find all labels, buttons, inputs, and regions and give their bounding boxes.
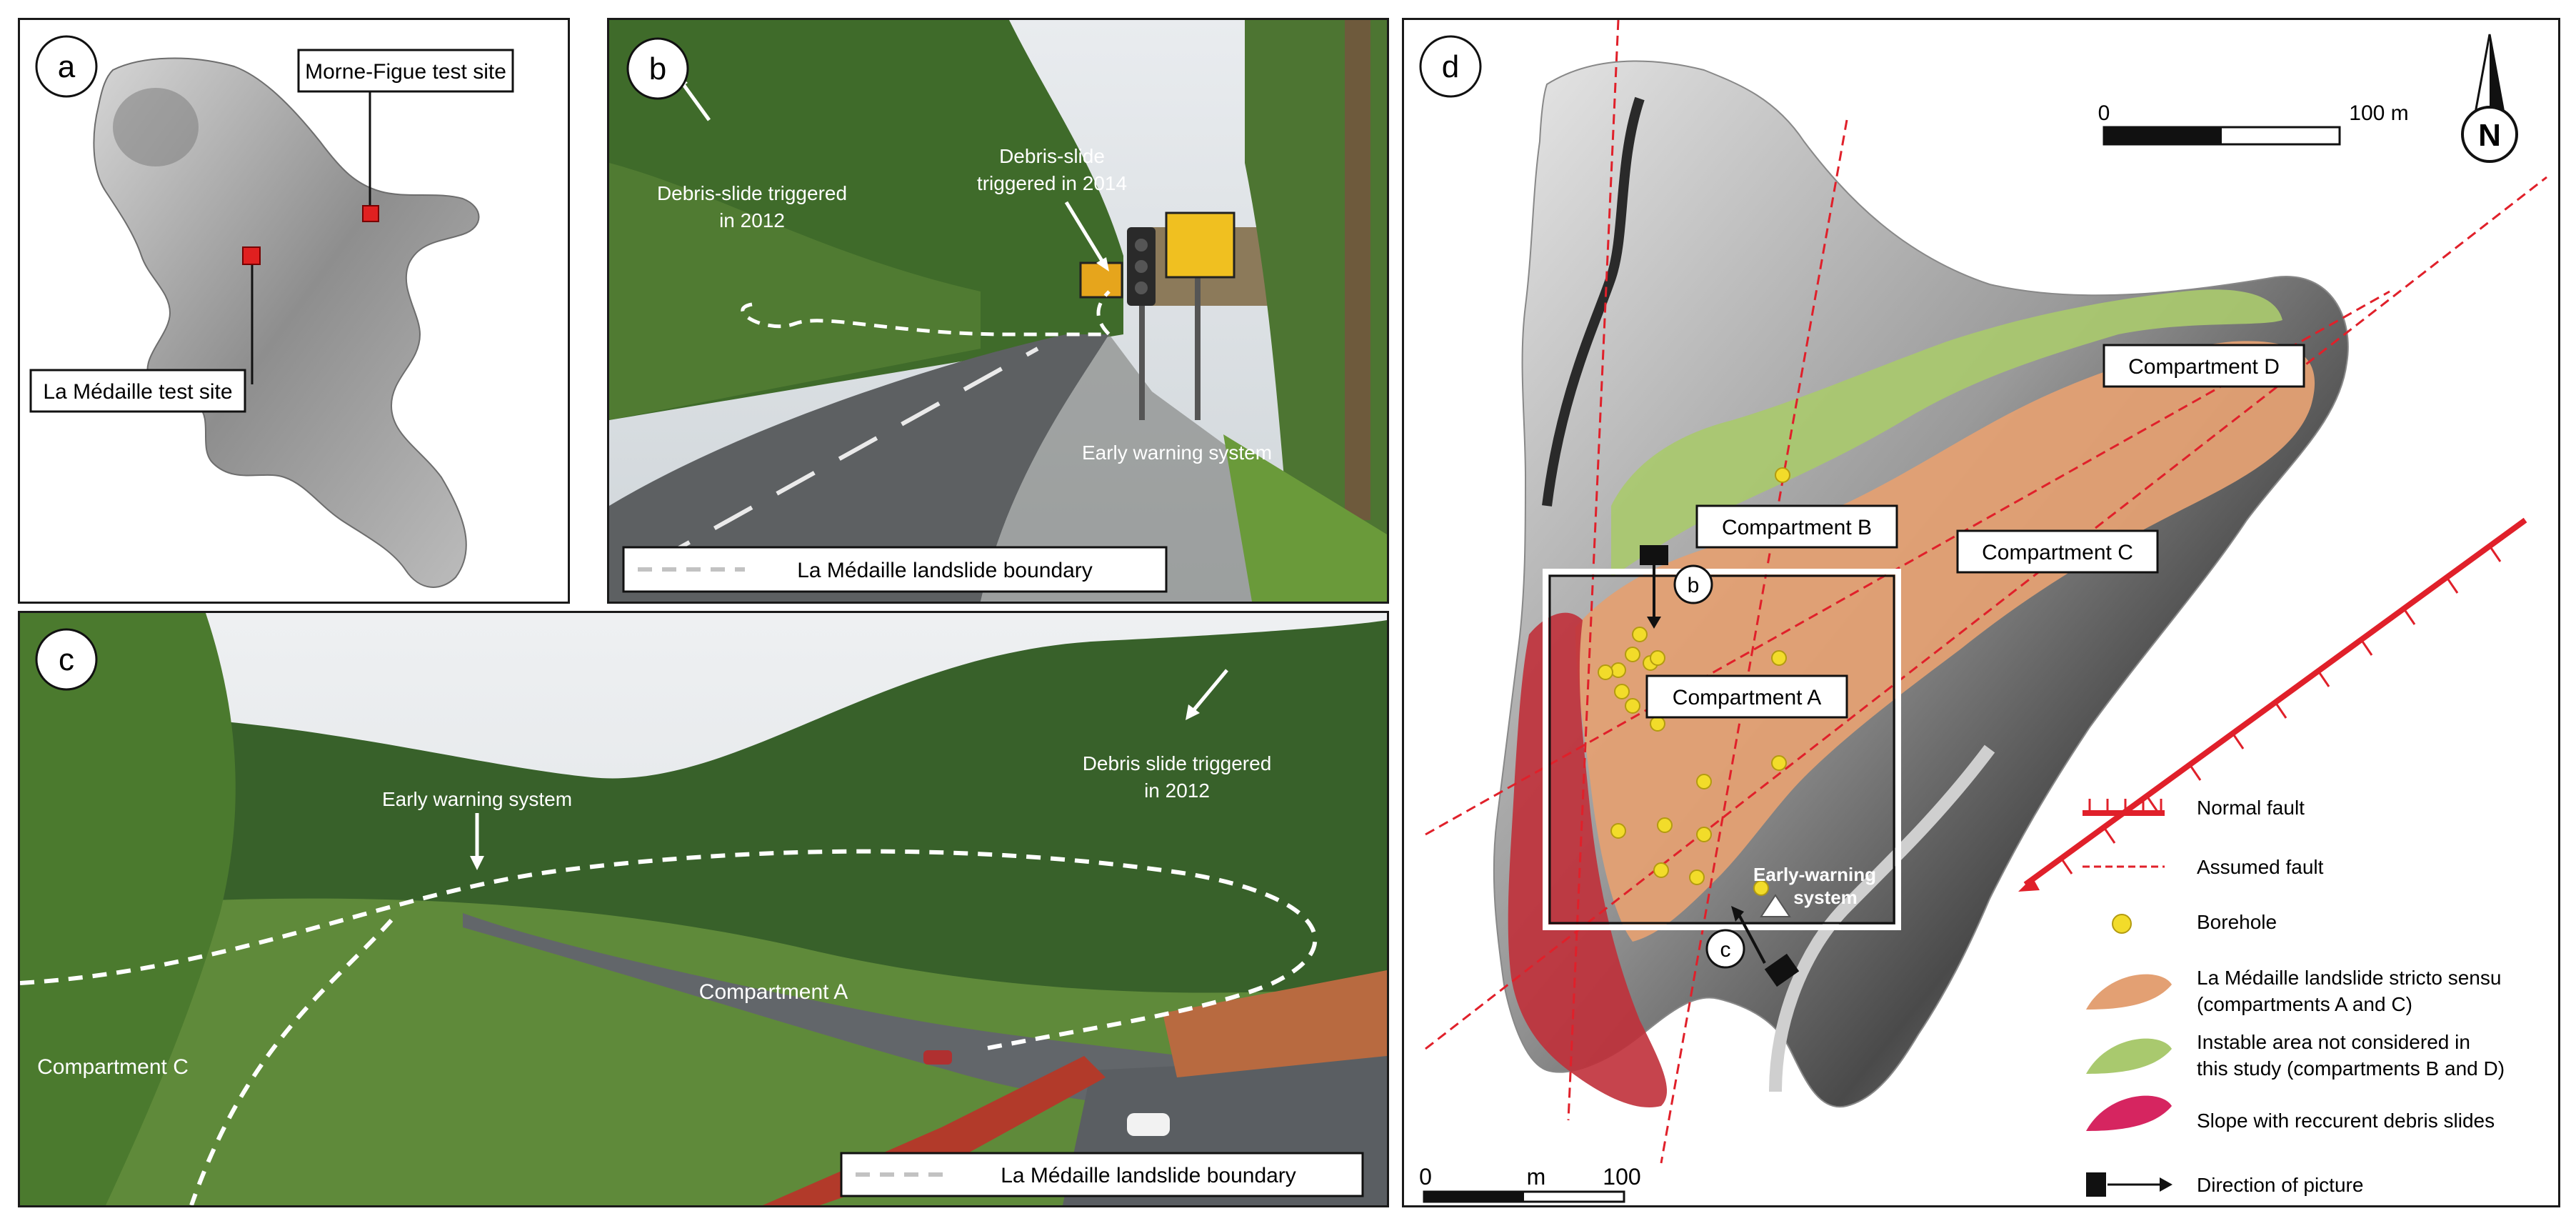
assumed-fault-4: [1425, 290, 2390, 836]
study-area-frame: [1543, 569, 1901, 930]
scale-top-zero: 0: [2098, 101, 2110, 125]
boundary-legend-box: [840, 1152, 1364, 1197]
road-track-south: [1769, 744, 1995, 1092]
legend-medaille-line2: (compartments A and C): [2197, 993, 2412, 1015]
debris-label-line1: Debris slide triggered: [1083, 752, 1272, 774]
compartment-c-box: [1956, 529, 2159, 574]
legend-instable-line2: this study (compartments B and D): [2197, 1057, 2505, 1080]
panel-letter: d: [1442, 49, 1459, 84]
scale-top-end: 100 m: [2349, 101, 2408, 125]
label-2012-line2: in 2012: [719, 209, 785, 231]
compartment-a-label: Compartment A: [1673, 686, 1821, 709]
panel-b: Debris-slide triggered in 2012 Debris-sl…: [607, 18, 1389, 604]
utility-pole: [1345, 20, 1370, 520]
left-tree: [20, 613, 236, 1205]
grass-verge: [1223, 434, 1387, 602]
early-warning-marker: [1760, 894, 1791, 917]
legend-instable-line1: Instable area not considered in: [2197, 1031, 2470, 1053]
panel-letter-circle: [1419, 35, 1482, 98]
compartment-c-label: Compartment C: [37, 1055, 189, 1079]
panel-letter: c: [59, 642, 74, 677]
legend-arrow-icon: [2160, 1177, 2172, 1192]
early-warning-label: Early warning system: [1082, 442, 1272, 464]
morne-figue-label: Morne-Figue test site: [305, 60, 506, 84]
debris-label-line2: in 2012: [1144, 779, 1210, 802]
north-arrow-icon: [2461, 34, 2518, 163]
north-label: N: [2478, 118, 2501, 153]
panel-letter: b: [649, 51, 666, 86]
camera-b-icon: [1640, 545, 1668, 565]
early-warning-label: Early warning system: [382, 788, 572, 810]
camera-c-icon: [1764, 953, 1800, 987]
island-map: [93, 57, 480, 588]
debris-arrow: [1190, 669, 1228, 714]
morne-figue-marker: [362, 205, 379, 222]
compartment-c-label: Compartment C: [1982, 541, 2133, 564]
early-warning-line1: Early-warning: [1753, 864, 1876, 885]
legend-normal-fault: Normal fault: [2197, 797, 2305, 819]
morne-figue-label-box: [297, 49, 514, 93]
compartment-a-label: Compartment A: [699, 980, 848, 1004]
panel-letter-circle: [35, 35, 98, 98]
panel-letter: a: [58, 49, 76, 84]
la-medaille-label-box: [29, 369, 246, 413]
map-legend: Normal fault Assumed fault Borehole La M…: [2083, 797, 2505, 1197]
label-2012-line1: Debris-slide triggered: [657, 182, 847, 204]
la-medaille-marker: [242, 246, 261, 265]
compartment-b-label: Compartment B: [1722, 516, 1872, 539]
panel-letter-circle: [626, 37, 689, 100]
retaining-wall: [1163, 970, 1387, 1077]
arrow-2014: [1064, 201, 1108, 268]
scale-bottom-end: 100: [1603, 1164, 1640, 1190]
legend-slope: Slope with reccurent debris slides: [2197, 1110, 2495, 1132]
car-red: [923, 1050, 952, 1065]
scale-bottom-unit: m: [1527, 1164, 1546, 1190]
legend-assumed-fault: Assumed fault: [2197, 856, 2324, 878]
legend-borehole: Borehole: [2197, 911, 2277, 933]
boreholes: [1598, 467, 1790, 896]
warning-sign: [1165, 211, 1236, 279]
meadow: [20, 898, 1387, 1205]
legend-direction: Direction of picture: [2197, 1174, 2363, 1196]
compartment-a-box: [1645, 674, 1848, 719]
panel-letter-circle: [35, 628, 98, 691]
marker-c-circle: [1705, 929, 1745, 969]
compartment-d-box: [2103, 344, 2305, 388]
boundary-legend-label: La Médaille landslide boundary: [1001, 1164, 1296, 1187]
boundary-legend-label: La Médaille landslide boundary: [797, 559, 1093, 582]
volcano-relief: [113, 88, 199, 166]
car-white: [1127, 1113, 1170, 1136]
landslide-boundary: [741, 290, 1114, 337]
marker-b-label: b: [1688, 574, 1700, 597]
compartment-ac-area: [1575, 341, 2315, 942]
road-track: [1542, 96, 1645, 507]
marker-b-circle: [1673, 564, 1713, 604]
la-medaille-label: La Médaille test site: [43, 380, 232, 404]
assumed-fault-3: [1425, 176, 2547, 1050]
compartment-b-box: [1695, 504, 1898, 549]
normal-fault-ticks: [2060, 545, 2502, 874]
compartment-bd-area: [1611, 289, 2282, 577]
label-2014-line1: Debris-slide: [999, 145, 1105, 167]
label-2014-line2: triggered in 2014: [977, 172, 1127, 194]
assumed-fault-2: [1660, 119, 1848, 1164]
legend-medaille-line1: La Médaille landslide stricto sensu: [2197, 967, 2501, 989]
panel-d: b c Early-warning system Compartment D C…: [1402, 18, 2560, 1207]
legend-borehole-icon: [2112, 914, 2132, 934]
marker-c-label: c: [1720, 938, 1731, 962]
legend-camera-icon: [2086, 1172, 2106, 1197]
panel-a: Morne-Figue test site La Médaille test s…: [18, 18, 570, 604]
warning-sign-small: [1079, 261, 1123, 299]
landslide-boundary: [20, 849, 1318, 1051]
early-warning-line2: system: [1793, 887, 1858, 908]
scale-bottom-zero: 0: [1419, 1164, 1432, 1190]
compartment-d-label: Compartment D: [2128, 355, 2280, 379]
road: [609, 334, 1109, 602]
panel-c: Early warning system Debris slide trigge…: [18, 611, 1389, 1207]
